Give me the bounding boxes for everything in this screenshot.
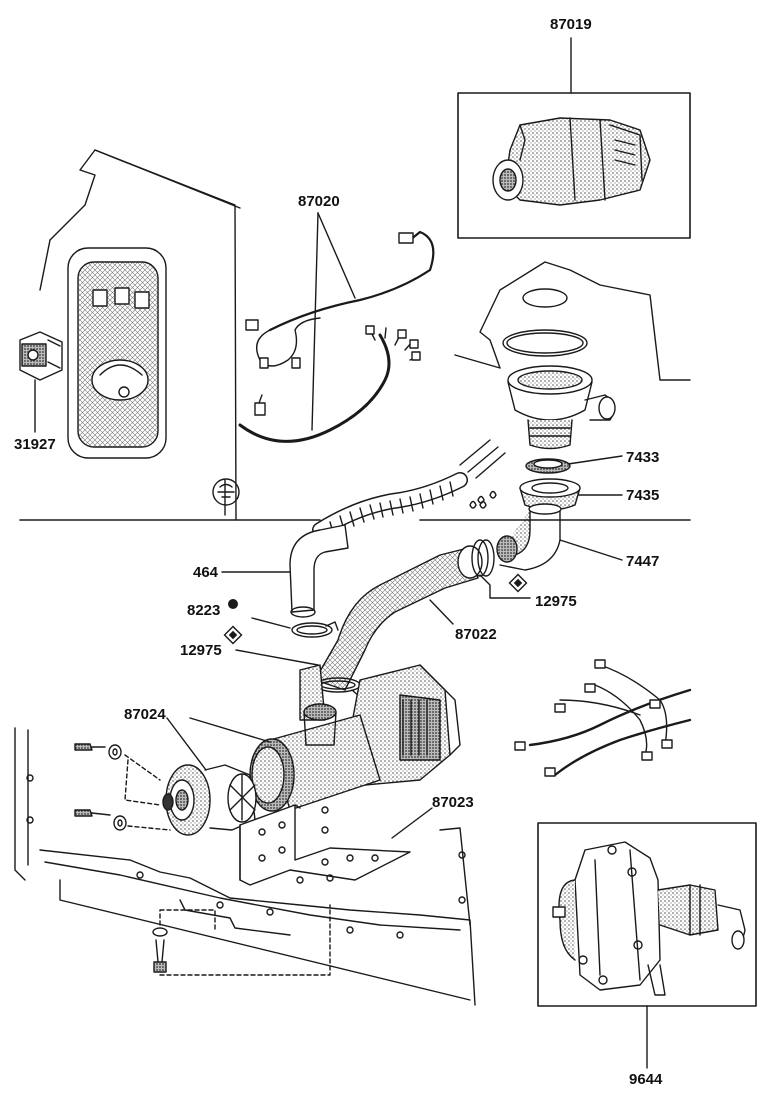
diamond-marker-right — [508, 573, 528, 593]
filled-circle-marker — [228, 599, 238, 609]
drain-pump-assembly — [249, 664, 461, 812]
label-9644: 9644 — [629, 1071, 663, 1088]
label-7433: 7433 — [626, 449, 660, 466]
label-7447: 7447 — [626, 553, 660, 570]
clamp-12975-right — [471, 539, 531, 599]
label-7435: 7435 — [626, 487, 660, 504]
label-464: 464 — [193, 564, 219, 581]
label-87020: 87020 — [298, 193, 340, 210]
switch-31927 — [19, 331, 63, 433]
water-droplets — [459, 439, 506, 509]
screws-and-washers — [74, 743, 331, 976]
label-12975-left: 12975 — [180, 642, 222, 659]
inset-9644 — [537, 822, 757, 1069]
elbow-7447 — [496, 503, 623, 571]
label-12975-right: 12975 — [535, 593, 577, 610]
base-frame — [14, 727, 476, 1006]
clamp-8223 — [251, 617, 339, 638]
label-31927: 31927 — [14, 436, 56, 453]
nut-7433 — [525, 455, 623, 474]
pump-87019-illustration — [492, 117, 651, 206]
hose-87022 — [314, 545, 483, 691]
hose-464 — [221, 524, 349, 618]
wiring-harness-87020 — [238, 212, 435, 443]
diamond-marker-left — [223, 625, 243, 645]
label-87019: 87019 — [550, 16, 592, 33]
valve-9644-illustration — [552, 841, 746, 996]
label-87023: 87023 — [432, 794, 474, 811]
label-87022: 87022 — [455, 626, 497, 643]
wiring-lower-right — [514, 659, 692, 777]
door-panel — [39, 149, 241, 521]
legend-symbols — [223, 573, 528, 645]
label-87024: 87024 — [124, 706, 166, 723]
tub-floor — [454, 261, 691, 381]
drain-fitting — [507, 365, 616, 450]
bracket-87023 — [239, 804, 433, 886]
inset-87019 — [457, 37, 691, 239]
service-symbol — [212, 478, 240, 506]
label-8223: 8223 — [187, 602, 221, 619]
pump-cover-87024 — [162, 717, 271, 836]
